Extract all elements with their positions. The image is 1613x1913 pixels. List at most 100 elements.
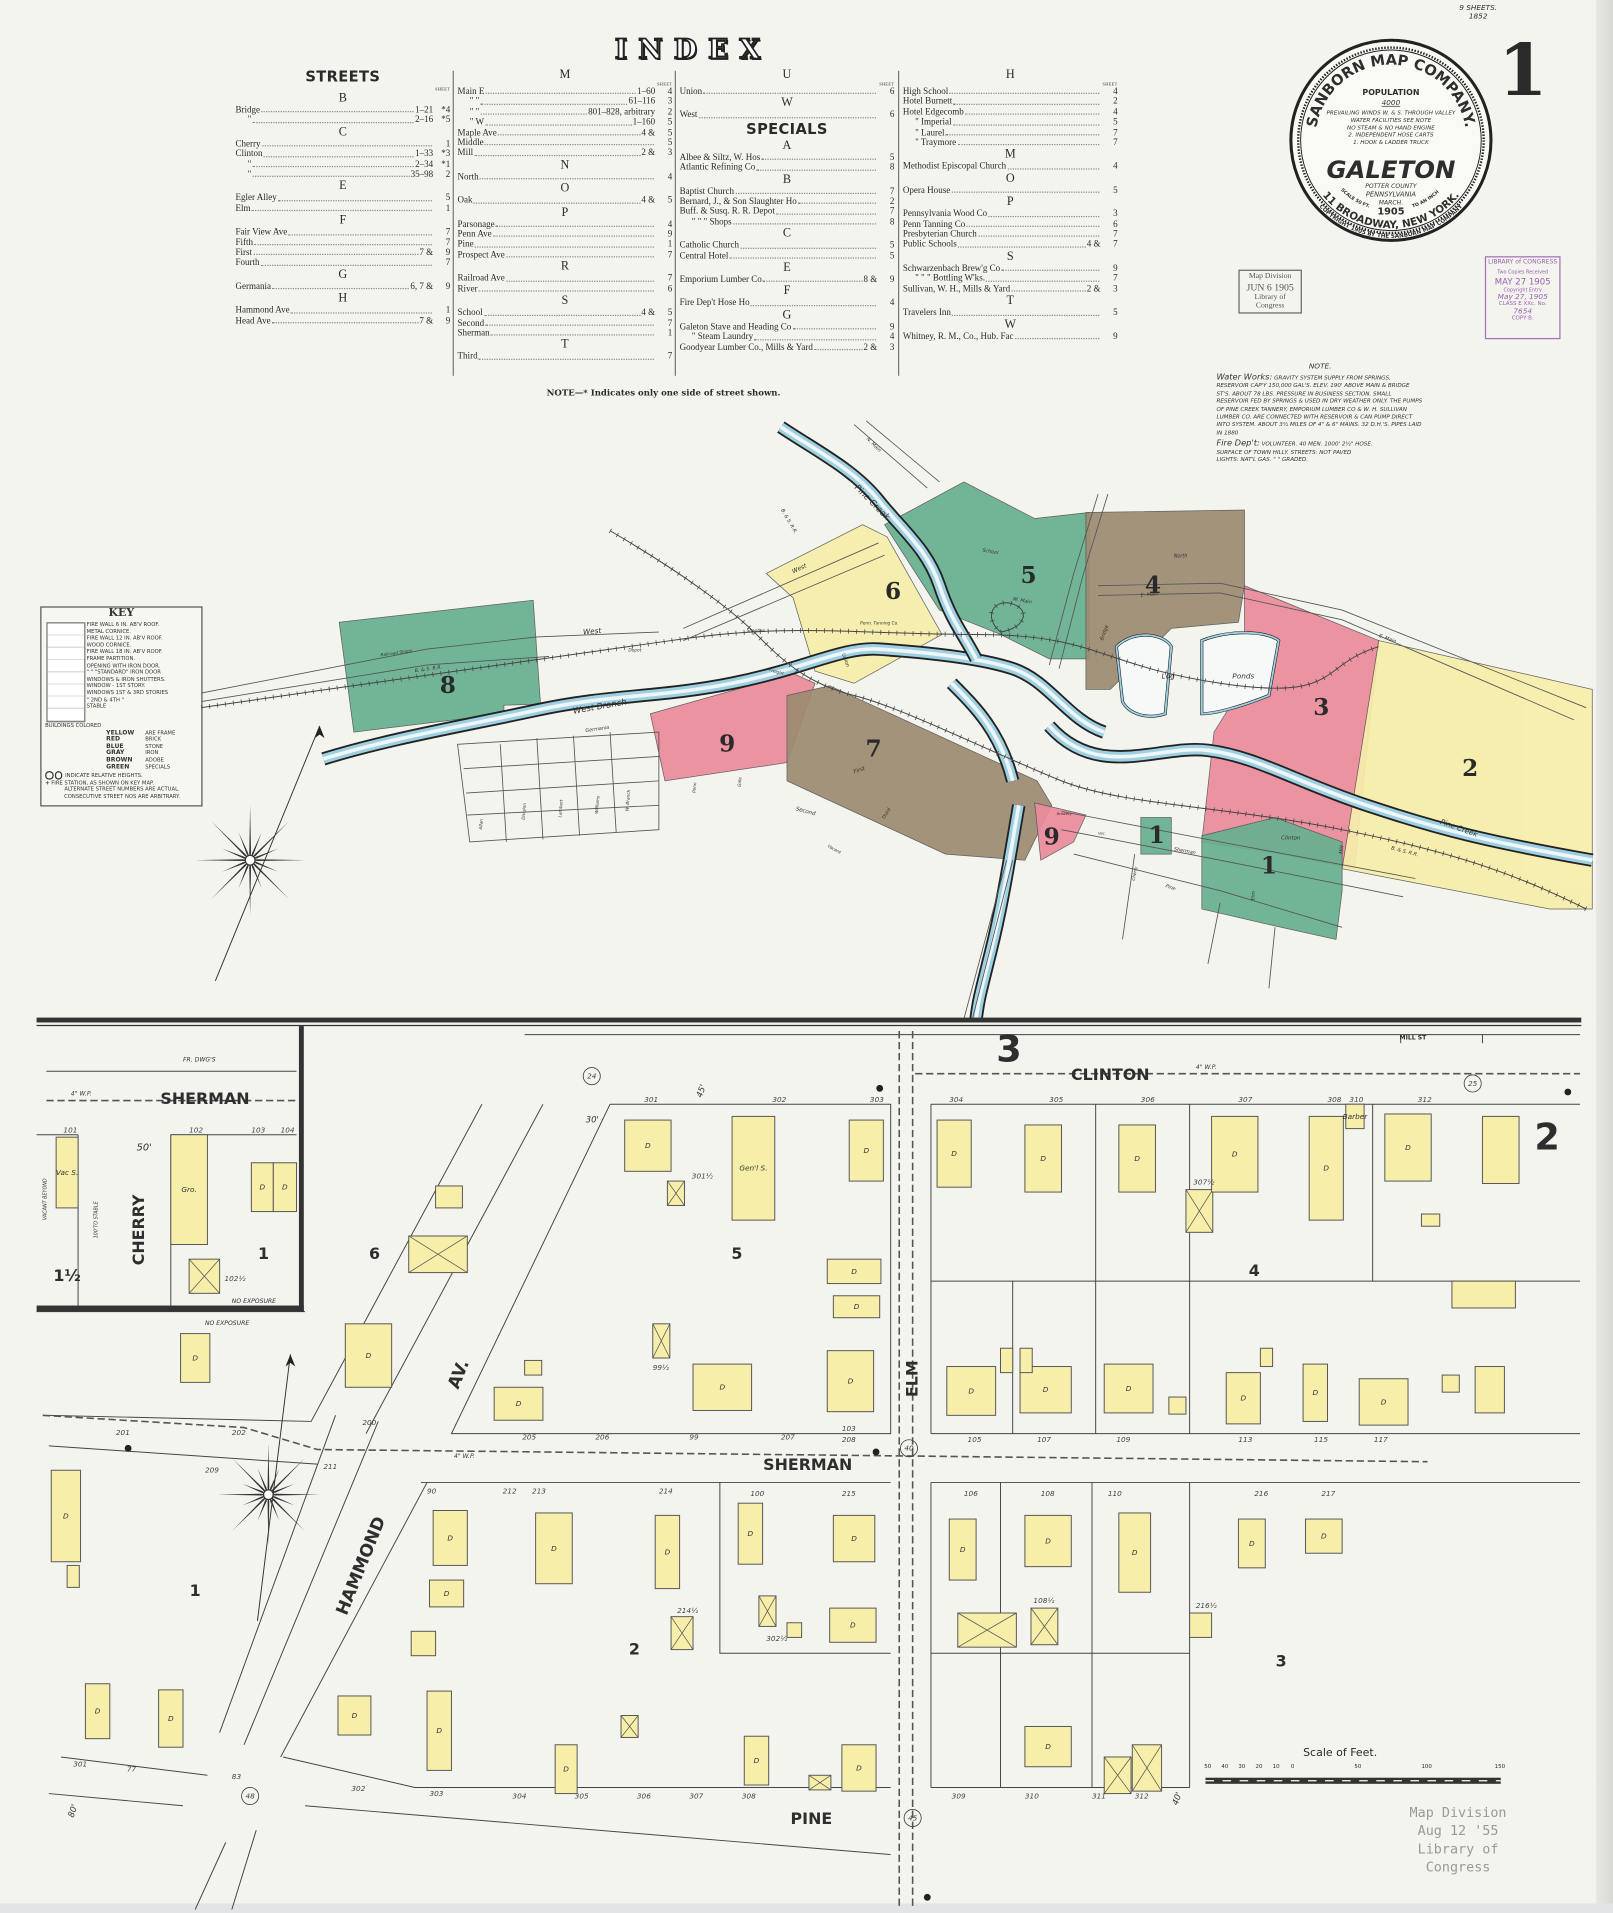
frame-building[interactable] bbox=[1259, 1347, 1274, 1368]
frame-building[interactable] bbox=[829, 1607, 877, 1643]
frame-building[interactable] bbox=[535, 1512, 573, 1585]
frame-building[interactable] bbox=[1451, 1280, 1516, 1309]
frame-building[interactable] bbox=[731, 1115, 776, 1221]
key-map-sheet-number[interactable]: 9 bbox=[1044, 823, 1060, 850]
index-leader bbox=[260, 264, 432, 266]
frame-building[interactable] bbox=[428, 1579, 465, 1608]
frame-building[interactable] bbox=[737, 1502, 764, 1565]
frame-building[interactable] bbox=[158, 1689, 184, 1748]
key-map-sheet-number[interactable]: 2 bbox=[1462, 755, 1478, 782]
frame-building[interactable] bbox=[946, 1366, 997, 1416]
key-map-sheet-area[interactable] bbox=[1201, 817, 1343, 940]
key-map-sheet-number[interactable]: 4 bbox=[1145, 572, 1161, 599]
frame-building[interactable] bbox=[1345, 1103, 1365, 1130]
frame-building[interactable] bbox=[786, 1622, 803, 1638]
frame-building[interactable] bbox=[426, 1690, 452, 1771]
key-map-sheet-area[interactable] bbox=[765, 524, 943, 684]
frame-building[interactable] bbox=[410, 1630, 437, 1657]
frame-building[interactable] bbox=[1237, 1518, 1266, 1569]
frame-building[interactable] bbox=[272, 1162, 297, 1213]
frame-building[interactable] bbox=[948, 1518, 977, 1581]
frame-building[interactable] bbox=[554, 1744, 578, 1795]
frame-building[interactable] bbox=[826, 1350, 875, 1413]
frame-building[interactable] bbox=[435, 1185, 463, 1209]
building-label: D bbox=[754, 1756, 760, 1765]
index-leader bbox=[798, 203, 877, 205]
index-entry-sheet: *3 bbox=[441, 147, 451, 159]
frame-building[interactable] bbox=[841, 1744, 877, 1792]
frame-building[interactable] bbox=[1420, 1213, 1441, 1227]
frame-building[interactable] bbox=[654, 1514, 681, 1590]
street-line bbox=[1122, 854, 1136, 940]
frame-building[interactable] bbox=[493, 1386, 544, 1421]
frame-building[interactable] bbox=[1024, 1124, 1062, 1193]
key-map-sheet-number[interactable]: 9 bbox=[719, 731, 735, 758]
frame-building[interactable] bbox=[1103, 1363, 1154, 1414]
frame-building[interactable] bbox=[1000, 1347, 1014, 1374]
compass-point bbox=[250, 848, 279, 861]
frame-building[interactable] bbox=[1189, 1612, 1213, 1638]
frame-building[interactable] bbox=[1024, 1514, 1072, 1568]
key-item: " " "Standard" iron door bbox=[86, 670, 161, 677]
height-circle-icon bbox=[54, 771, 63, 780]
frame-building[interactable] bbox=[337, 1695, 372, 1736]
key-map-sheet-number[interactable]: 7 bbox=[866, 735, 882, 762]
key-map-sheet-area[interactable] bbox=[1140, 817, 1172, 855]
frame-building[interactable] bbox=[624, 1119, 672, 1172]
adjoining-sheet-ref[interactable]: 2 bbox=[1534, 1115, 1559, 1158]
key-map-sheet-area[interactable] bbox=[338, 599, 541, 733]
lot-line bbox=[60, 1756, 208, 1776]
frame-building[interactable] bbox=[832, 1514, 876, 1563]
frame-building[interactable] bbox=[936, 1119, 972, 1188]
frame-building[interactable] bbox=[1024, 1725, 1072, 1768]
frame-building[interactable] bbox=[1211, 1115, 1259, 1193]
frame-building[interactable] bbox=[1019, 1366, 1072, 1414]
frame-building[interactable] bbox=[344, 1323, 393, 1388]
scale-tick-label: 50 bbox=[1204, 1764, 1212, 1771]
building-label: D bbox=[1323, 1164, 1329, 1173]
frame-building[interactable] bbox=[826, 1258, 882, 1285]
frame-building[interactable] bbox=[1441, 1374, 1460, 1393]
key-map-sheet-number[interactable]: 6 bbox=[885, 578, 901, 605]
index-entry-sheet: 7 bbox=[889, 185, 895, 196]
key-map-label-penn: Penn bbox=[691, 782, 698, 793]
frame-building[interactable] bbox=[55, 1136, 79, 1209]
building-label: D bbox=[1405, 1143, 1411, 1152]
frame-building[interactable] bbox=[1225, 1372, 1261, 1425]
frame-building[interactable] bbox=[1019, 1347, 1033, 1374]
frame-building[interactable] bbox=[848, 1119, 884, 1182]
frame-building[interactable] bbox=[432, 1510, 468, 1566]
frame-building[interactable] bbox=[1384, 1113, 1432, 1182]
key-map-sheet-number[interactable]: 5 bbox=[1020, 562, 1036, 589]
frame-building[interactable] bbox=[1305, 1518, 1343, 1554]
frame-building[interactable] bbox=[692, 1363, 753, 1411]
key-map-sheet-number[interactable]: 3 bbox=[1313, 694, 1329, 721]
frame-building[interactable] bbox=[170, 1134, 208, 1246]
building-label: Gen'l S. bbox=[739, 1164, 767, 1173]
frame-building[interactable] bbox=[1474, 1366, 1505, 1414]
map-annotation: 4" W.P. bbox=[454, 1453, 475, 1460]
key-map-sheet-number[interactable]: 8 bbox=[440, 672, 456, 699]
frame-building[interactable] bbox=[84, 1683, 111, 1740]
key-map-sheet-area[interactable] bbox=[1034, 802, 1087, 861]
frame-building[interactable] bbox=[1302, 1363, 1328, 1422]
frame-building[interactable] bbox=[1168, 1396, 1187, 1415]
adjoining-sheet-ref[interactable]: 3 bbox=[996, 1028, 1021, 1071]
frame-building[interactable] bbox=[66, 1564, 80, 1588]
key-map-sheet-number[interactable]: 1 bbox=[1149, 822, 1165, 849]
frame-building[interactable] bbox=[1481, 1115, 1520, 1185]
index-entry-range: 1–160 bbox=[632, 116, 656, 128]
key-map-sheet-number[interactable]: 1 bbox=[1261, 853, 1277, 880]
frame-building[interactable] bbox=[743, 1735, 770, 1786]
frame-building[interactable] bbox=[1308, 1115, 1344, 1221]
map-annotation: NO EXPOSURE bbox=[232, 1298, 276, 1305]
frame-building[interactable] bbox=[1118, 1512, 1152, 1593]
frame-building[interactable] bbox=[1118, 1124, 1156, 1193]
frame-building[interactable] bbox=[180, 1333, 211, 1383]
river-center bbox=[1047, 724, 1593, 862]
frame-building[interactable] bbox=[50, 1469, 82, 1563]
frame-building[interactable] bbox=[524, 1359, 543, 1376]
frame-building[interactable] bbox=[1358, 1378, 1409, 1426]
frame-building[interactable] bbox=[832, 1295, 881, 1319]
